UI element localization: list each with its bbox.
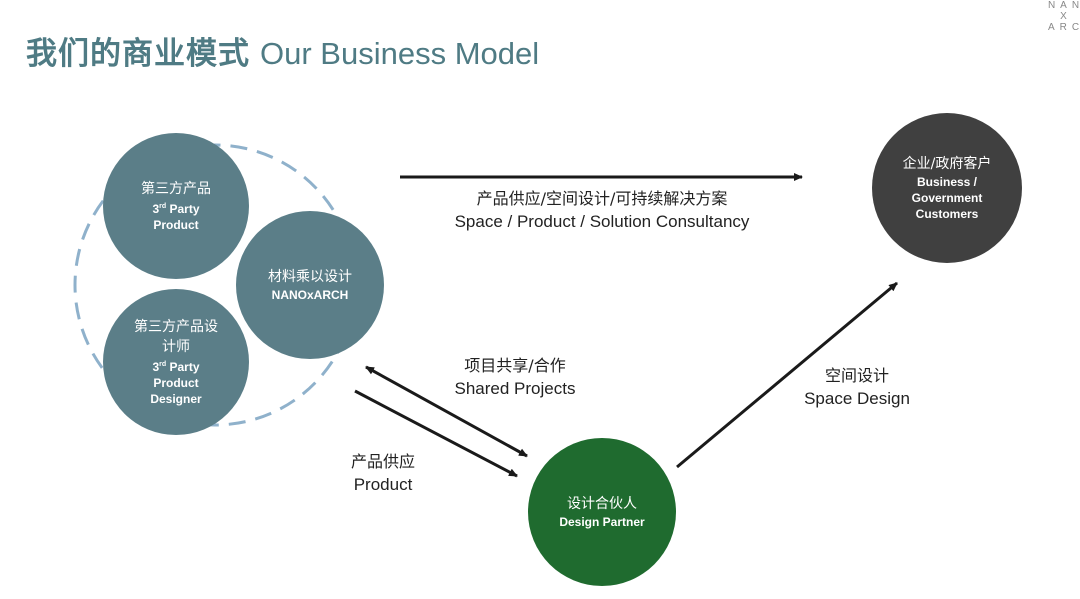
node-nanoxarch: 材料乘以设计 NANOxARCH [236,211,384,359]
node-nanoxarch-en: NANOxARCH [271,288,349,302]
node-third-party-designer-num: 3 [152,360,160,374]
page-title-zh: 我们的商业模式 [26,36,250,72]
label-shared-projects-zh: 项目共享/合作 [464,356,566,375]
arrow-space-design [676,281,898,469]
node-business-customers-en2: Government [911,191,983,205]
node-business-customers-en3: Customers [915,207,979,221]
label-space-design-en: Space Design [804,389,910,408]
label-product-en: Product [353,475,413,494]
label-to-customers-en: Space / Product / Solution Consultancy [454,212,750,231]
node-third-party-product-num: 3 [152,202,160,216]
label-to-customers: 产品供应/空间设计/可持续解决方案 Space / Product / Solu… [440,187,764,233]
node-third-party-designer-en3: Designer [150,392,202,406]
arrow-shared-projects [365,365,528,458]
node-third-party-product-en1: Party [166,202,200,216]
label-product: 产品供应 Product [330,450,436,496]
design-partner-circle [528,438,676,586]
label-to-customers-zh: 产品供应/空间设计/可持续解决方案 [476,189,728,208]
nanoxarch-circle [236,211,384,359]
arrow-product [354,389,518,478]
logo-line-3: ARC [1047,22,1079,33]
label-shared-projects: 项目共享/合作 Shared Projects [440,354,590,400]
node-third-party-designer-sup: rd [159,361,167,368]
node-third-party-designer-zh2: 计师 [162,339,190,355]
node-third-party-product-sup: rd [159,203,167,210]
node-business-customers: 企业/政府客户 Business / Government Customers [872,113,1022,263]
label-space-design-zh: 空间设计 [824,366,889,385]
node-business-customers-en1: Business / [916,175,978,189]
node-third-party-product: 第三方产品 3rd Party Product [103,133,249,279]
page-title-en: Our Business Model [260,36,540,71]
node-third-party-designer-en2: Product [153,376,199,390]
node-nanoxarch-zh: 材料乘以设计 [268,269,352,285]
label-product-zh: 产品供应 [350,452,415,471]
node-third-party-designer: 第三方产品设 计师 3rd Party Product Designer [103,289,249,435]
third-party-product-circle [103,133,249,279]
node-design-partner: 设计合伙人 Design Partner [528,438,676,586]
node-design-partner-zh: 设计合伙人 [567,496,637,512]
business-customers-circle [872,113,1022,263]
label-space-design: 空间设计 Space Design [792,364,922,410]
third-party-designer-circle [103,289,249,435]
node-business-customers-zh: 企业/政府客户 [902,156,992,172]
label-shared-projects-en: Shared Projects [454,379,576,398]
node-design-partner-en: Design Partner [559,515,645,529]
node-third-party-designer-en1: Party [166,360,200,374]
logo: NAN X ARC [1046,0,1080,33]
logo-line-2: X [1060,11,1072,22]
logo-line-1: NAN [1047,0,1079,11]
page-title: 我们的商业模式 Our Business Model [26,28,539,73]
node-third-party-designer-zh1: 第三方产品设 [134,319,218,335]
node-third-party-product-zh: 第三方产品 [141,181,211,197]
node-third-party-product-en2: Product [153,218,199,232]
